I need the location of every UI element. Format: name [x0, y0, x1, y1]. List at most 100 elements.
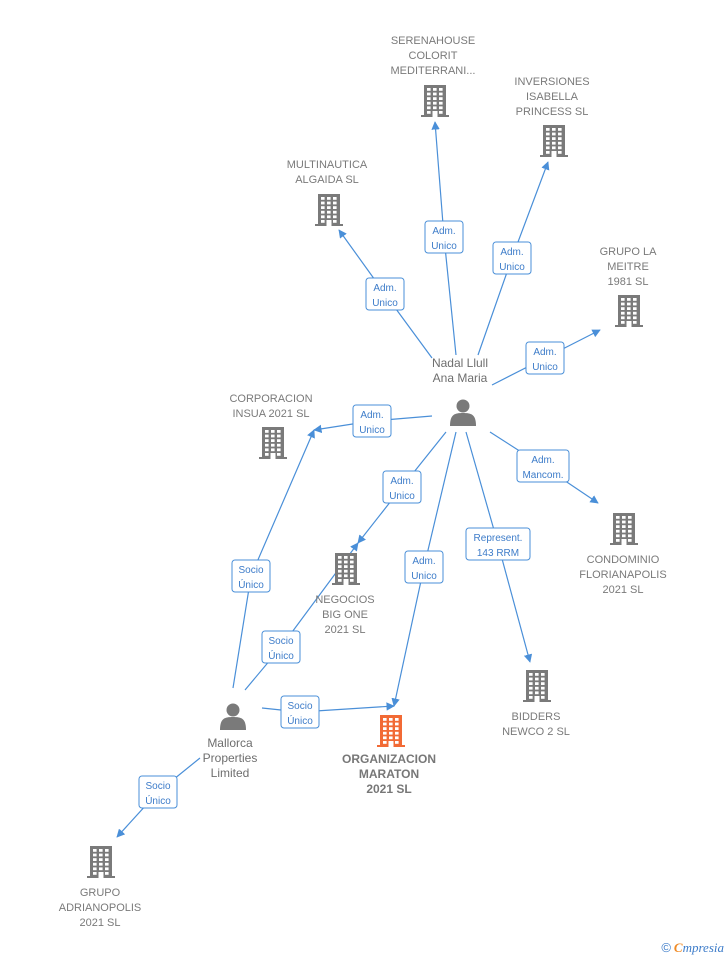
node-label: NEWCO 2 SL: [502, 726, 570, 738]
edge-label-text: Unico: [411, 571, 437, 582]
node-serenahouse[interactable]: SERENAHOUSE COLORIT MEDITERRANI...: [391, 35, 476, 117]
building-icon: [87, 846, 115, 878]
edge-label-box: [138, 775, 178, 809]
edge-label: Adm. Unico: [352, 404, 392, 438]
edge-label-text: Único: [268, 649, 294, 662]
node-label: COLORIT: [409, 50, 458, 62]
edge-label-box: [382, 470, 422, 504]
edge-label-text: Adm.: [412, 556, 435, 567]
node-label: Ana Maria: [433, 371, 488, 385]
node-label: MARATON: [359, 767, 419, 781]
edge-label-box: [261, 630, 301, 664]
edge-label: Adm. Unico: [365, 277, 405, 311]
edge-label-text: Adm.: [360, 410, 383, 421]
edge-label: Adm. Mancom.: [516, 449, 570, 483]
nodes-layer: SERENAHOUSE COLORIT MEDITERRANI... INVERSIO…: [59, 35, 667, 929]
edge-labels-layer: Adm.UnicoAdm.UnicoAdm.UnicoAdm.UnicoAdm.…: [138, 220, 570, 809]
node-label: 2021 SL: [603, 584, 644, 596]
building-icon: [377, 715, 405, 747]
node-label: BIDDERS: [512, 711, 561, 723]
node-bidders[interactable]: BIDDERS NEWCO 2 SL: [502, 670, 570, 738]
edge-label-box: [231, 559, 271, 593]
edge-label-text: Socio: [145, 781, 170, 792]
edge-label-text: Unico: [532, 362, 558, 373]
edge-label: Adm. Unico: [525, 341, 565, 375]
node-label: SERENAHOUSE: [391, 35, 475, 47]
edge-label-text: Represent.: [474, 533, 523, 544]
edge-label-text: Adm.: [390, 476, 413, 487]
edge-label-box: [492, 241, 532, 275]
edge-label-box: [516, 449, 570, 483]
edge-label-box: [525, 341, 565, 375]
node-label: MEITRE: [607, 261, 649, 273]
brand-logo-initial: C: [673, 940, 683, 955]
edge-label-text: Socio: [287, 701, 312, 712]
node-label: 2021 SL: [325, 624, 366, 636]
building-icon: [523, 670, 551, 702]
copyright-icon: ©: [661, 940, 671, 955]
node-grupo_adrianopolis[interactable]: GRUPO ADRIANOPOLIS 2021 SL: [59, 846, 142, 929]
edge-label-text: Adm.: [531, 455, 554, 466]
node-label: Limited: [211, 766, 250, 780]
node-label: FLORIANAPOLIS: [579, 569, 666, 581]
edge-label-text: Socio: [268, 636, 293, 647]
edge-label: Adm. Unico: [492, 241, 532, 275]
node-label: Nadal Llull: [432, 356, 488, 370]
node-label: CONDOMINIO: [587, 554, 660, 566]
edge-label-box: [365, 277, 405, 311]
edge-label: Adm. Unico: [424, 220, 464, 254]
edge-label-text: Unico: [359, 425, 385, 436]
edge-label-text: Unico: [431, 241, 457, 252]
edge-label-text: Socio: [238, 565, 263, 576]
edge-label-text: Unico: [372, 298, 398, 309]
edge-label-text: Adm.: [432, 226, 455, 237]
node-label: 1981 SL: [608, 276, 649, 288]
person-icon: [450, 399, 476, 426]
edge-label-text: Unico: [499, 262, 525, 273]
building-icon: [259, 427, 287, 459]
brand-logo-text: mpresia: [682, 940, 724, 955]
edge-label-box: [465, 527, 531, 561]
node-label: 2021 SL: [80, 917, 121, 929]
node-label: GRUPO: [80, 887, 121, 899]
node-label: BIG ONE: [322, 609, 368, 621]
edge-label-text: 143 RRM: [477, 548, 519, 559]
edge-label-box: [424, 220, 464, 254]
node-label: GRUPO LA: [600, 246, 658, 258]
edge-label-text: Adm.: [533, 347, 556, 358]
edge-label-box: [404, 550, 444, 584]
building-icon: [332, 553, 360, 585]
edge-label-text: Unico: [389, 491, 415, 502]
building-icon: [610, 513, 638, 545]
node-label: MULTINAUTICA: [287, 159, 368, 171]
node-label: Properties: [203, 751, 258, 765]
node-label: ADRIANOPOLIS: [59, 902, 142, 914]
footer-brand: ©Cmpresia: [661, 940, 724, 956]
building-icon: [421, 85, 449, 117]
person-icon: [220, 703, 246, 730]
node-grupo_la_meitre[interactable]: GRUPO LA MEITRE 1981 SL: [600, 246, 658, 327]
edge-label: Adm. Unico: [404, 550, 444, 584]
node-label: MEDITERRANI...: [391, 65, 476, 77]
building-icon: [540, 125, 568, 157]
edge-label-text: Adm.: [500, 247, 523, 258]
edge-label-box: [352, 404, 392, 438]
edge-label-text: Mancom.: [522, 470, 563, 481]
edge-label-text: Único: [145, 794, 171, 807]
node-condominio[interactable]: CONDOMINIO FLORIANAPOLIS 2021 SL: [579, 513, 667, 596]
node-label: Mallorca: [207, 736, 253, 750]
edge-label: Adm. Unico: [382, 470, 422, 504]
edge-label: Represent. 143 RRM: [465, 527, 531, 561]
edge-label-text: Adm.: [373, 283, 396, 294]
